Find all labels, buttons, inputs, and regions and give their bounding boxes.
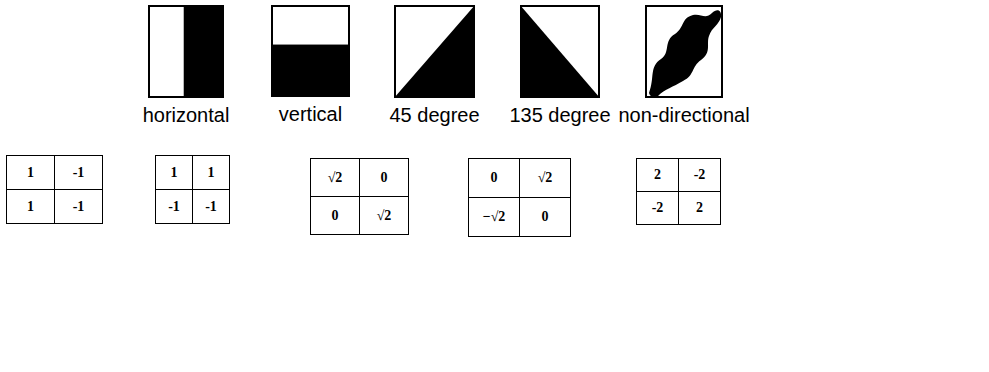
- filter-table: 0 √2 −√2 0: [468, 158, 572, 238]
- table-cell: 1: [155, 155, 193, 190]
- square-border: [395, 6, 474, 97]
- cell-value: √2: [538, 170, 553, 186]
- pattern-square: non-directional: [645, 5, 723, 98]
- table-cell: -2: [636, 191, 679, 225]
- table-cell: -2: [678, 158, 721, 192]
- table-cell: 0: [359, 158, 409, 197]
- table-cell: -1: [54, 189, 103, 224]
- cell-value: √2: [328, 170, 343, 186]
- table-cell: 1: [6, 155, 55, 190]
- table-cell: 1: [192, 155, 230, 190]
- table-cell: -1: [54, 155, 103, 190]
- pattern-illustration: [148, 5, 224, 98]
- pattern-square: 135 degree: [520, 5, 600, 98]
- filter-table: √2 0 0 √2: [310, 158, 410, 236]
- table-cell: √2: [359, 196, 409, 235]
- cell-value: 0: [491, 170, 498, 186]
- pattern-fill: [520, 5, 600, 98]
- pattern-illustration: [394, 5, 475, 98]
- cell-value: -2: [694, 167, 706, 183]
- filter-table: 1 -1 1 -1: [6, 155, 104, 225]
- cell-value: 1: [171, 165, 178, 181]
- cell-value: 0: [381, 170, 388, 186]
- table-cell: -1: [155, 189, 193, 224]
- cell-value: -2: [652, 200, 664, 216]
- pattern-caption: horizontal: [76, 104, 296, 127]
- table-cell: 0: [468, 158, 520, 198]
- cell-value: -1: [168, 199, 180, 215]
- pattern-illustration: [271, 5, 350, 97]
- pattern-fill: [649, 10, 721, 97]
- filter-table: 1 1 -1 -1: [155, 155, 231, 225]
- cell-value: -1: [73, 165, 85, 181]
- cell-value: 0: [542, 209, 549, 225]
- cell-value: −√2: [483, 209, 506, 225]
- cell-value: √2: [377, 208, 392, 224]
- table-cell: −√2: [468, 197, 520, 237]
- cell-value: 2: [696, 200, 703, 216]
- table-cell: √2: [519, 158, 571, 198]
- pattern-fill: [394, 5, 475, 98]
- pattern-illustration: [520, 5, 600, 98]
- filter-table: 2 -2 -2 2: [636, 158, 721, 226]
- square-border: [646, 6, 722, 97]
- square-border: [149, 6, 223, 97]
- square-border: [272, 6, 349, 96]
- cell-value: 0: [332, 208, 339, 224]
- pattern-caption: vertical: [201, 103, 421, 126]
- pattern-fill: [271, 45, 350, 97]
- cell-value: 2: [654, 167, 661, 183]
- pattern-fill: [184, 5, 224, 98]
- pattern-caption: non-directional: [574, 104, 794, 127]
- table-cell: 0: [519, 197, 571, 237]
- cell-value: 1: [208, 165, 215, 181]
- table-cell: 2: [636, 158, 679, 192]
- table-cell: 1: [6, 189, 55, 224]
- table-cell: 2: [678, 191, 721, 225]
- table-cell: 0: [310, 196, 360, 235]
- cell-value: 1: [27, 199, 34, 215]
- table-cell: -1: [192, 189, 230, 224]
- pattern-square: vertical: [271, 5, 350, 97]
- cell-value: 1: [27, 165, 34, 181]
- pattern-square: 45 degree: [394, 5, 475, 98]
- pattern-illustration: [645, 5, 723, 98]
- pattern-square: horizontal: [148, 5, 224, 98]
- cell-value: -1: [73, 199, 85, 215]
- square-border: [521, 6, 599, 97]
- table-cell: √2: [310, 158, 360, 197]
- cell-value: -1: [205, 199, 217, 215]
